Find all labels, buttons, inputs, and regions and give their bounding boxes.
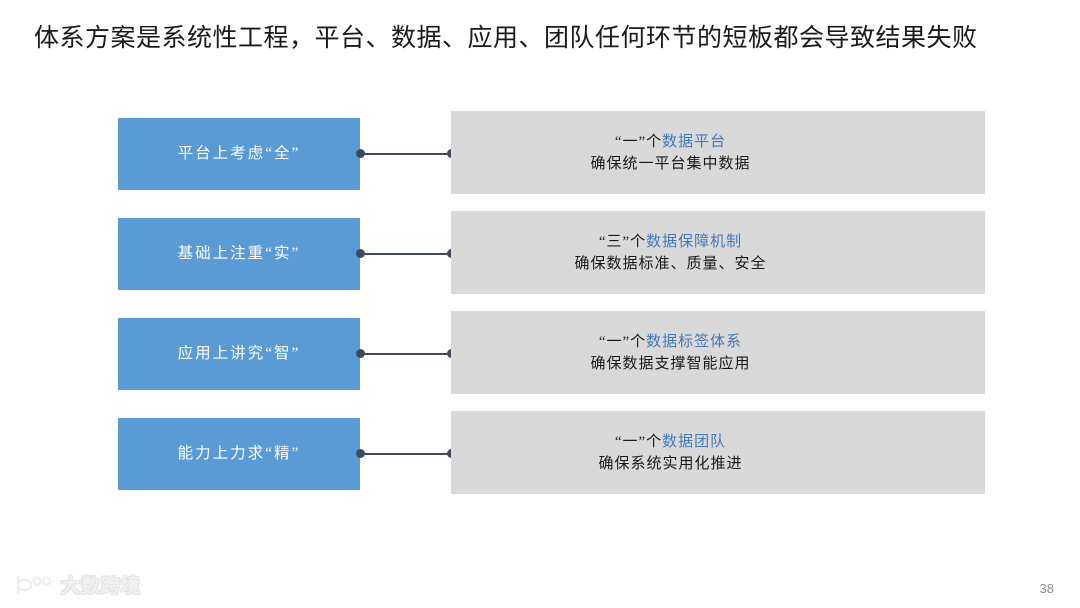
detail-headline: “三”个数据保障机制 (599, 231, 742, 253)
pillar-card-0[interactable]: 平台上考虑“全” (118, 118, 360, 190)
connector-bar (360, 153, 452, 156)
pillar-card-label: 平台上考虑“全” (177, 144, 301, 162)
detail-headline: “一”个数据标签体系 (599, 331, 742, 353)
detail-headline-prefix: “一”个 (614, 433, 663, 450)
detail-headline: “一”个数据平台 (615, 131, 726, 153)
connector-bar (360, 453, 452, 456)
detail-card-3[interactable]: “一”个数据团队 确保系统实用化推进 (451, 411, 985, 494)
pillar-card-3[interactable]: 能力上力求“精” (118, 418, 360, 490)
pillar-card-2[interactable]: 应用上讲究“智” (118, 318, 360, 390)
pillar-card-label: 基础上注重“实” (177, 244, 301, 262)
detail-subline: 确保统一平台集中数据 (590, 155, 751, 172)
connector-line-3 (356, 449, 456, 459)
diagram-row: 平台上考虑“全” “一”个数据平台 确保统一平台集中数据 (0, 110, 1080, 210)
pillar-card-label: 应用上讲究“智” (177, 344, 301, 362)
detail-headline-prefix: “三”个 (598, 233, 647, 250)
detail-headline-accent: 数据保障机制 (646, 233, 743, 250)
detail-headline-prefix: “一”个 (598, 333, 647, 350)
connector-bar (360, 253, 452, 256)
detail-headline-prefix: “一”个 (614, 133, 663, 150)
detail-headline: “一”个数据团队 (615, 431, 726, 453)
diagram-row: 应用上讲究“智” “一”个数据标签体系 确保数据支撑智能应用 (0, 310, 1080, 410)
detail-subline: 确保数据支撑智能应用 (590, 355, 751, 372)
pillar-card-1[interactable]: 基础上注重“实” (118, 218, 360, 290)
diagram-row: 能力上力求“精” “一”个数据团队 确保系统实用化推进 (0, 410, 1080, 510)
watermark-text: 大数跨境 (61, 576, 142, 597)
pillar-card-label: 能力上力求“精” (177, 444, 301, 462)
page-title: 体系方案是系统性工程，平台、数据、应用、团队任何环节的短板都会导致结果失败 (34, 25, 978, 52)
detail-headline-accent: 数据标签体系 (646, 333, 743, 350)
detail-headline-accent: 数据平台 (662, 133, 727, 150)
connector-line-2 (356, 349, 456, 359)
detail-card-2[interactable]: “一”个数据标签体系 确保数据支撑智能应用 (451, 311, 985, 394)
detail-subline: 确保数据标准、质量、安全 (574, 255, 767, 272)
watermark-logo-icon (14, 573, 54, 597)
detail-card-1[interactable]: “三”个数据保障机制 确保数据标准、质量、安全 (451, 211, 985, 294)
watermark: 大数跨境 (14, 571, 141, 598)
connector-line-0 (356, 149, 456, 159)
connector-line-1 (356, 249, 456, 259)
connector-bar (360, 353, 452, 356)
detail-subline: 确保系统实用化推进 (598, 455, 743, 472)
diagram-row: 基础上注重“实” “三”个数据保障机制 确保数据标准、质量、安全 (0, 210, 1080, 310)
detail-headline-accent: 数据团队 (662, 433, 727, 450)
page-number: 38 (1039, 581, 1054, 596)
detail-card-0[interactable]: “一”个数据平台 确保统一平台集中数据 (451, 111, 985, 194)
